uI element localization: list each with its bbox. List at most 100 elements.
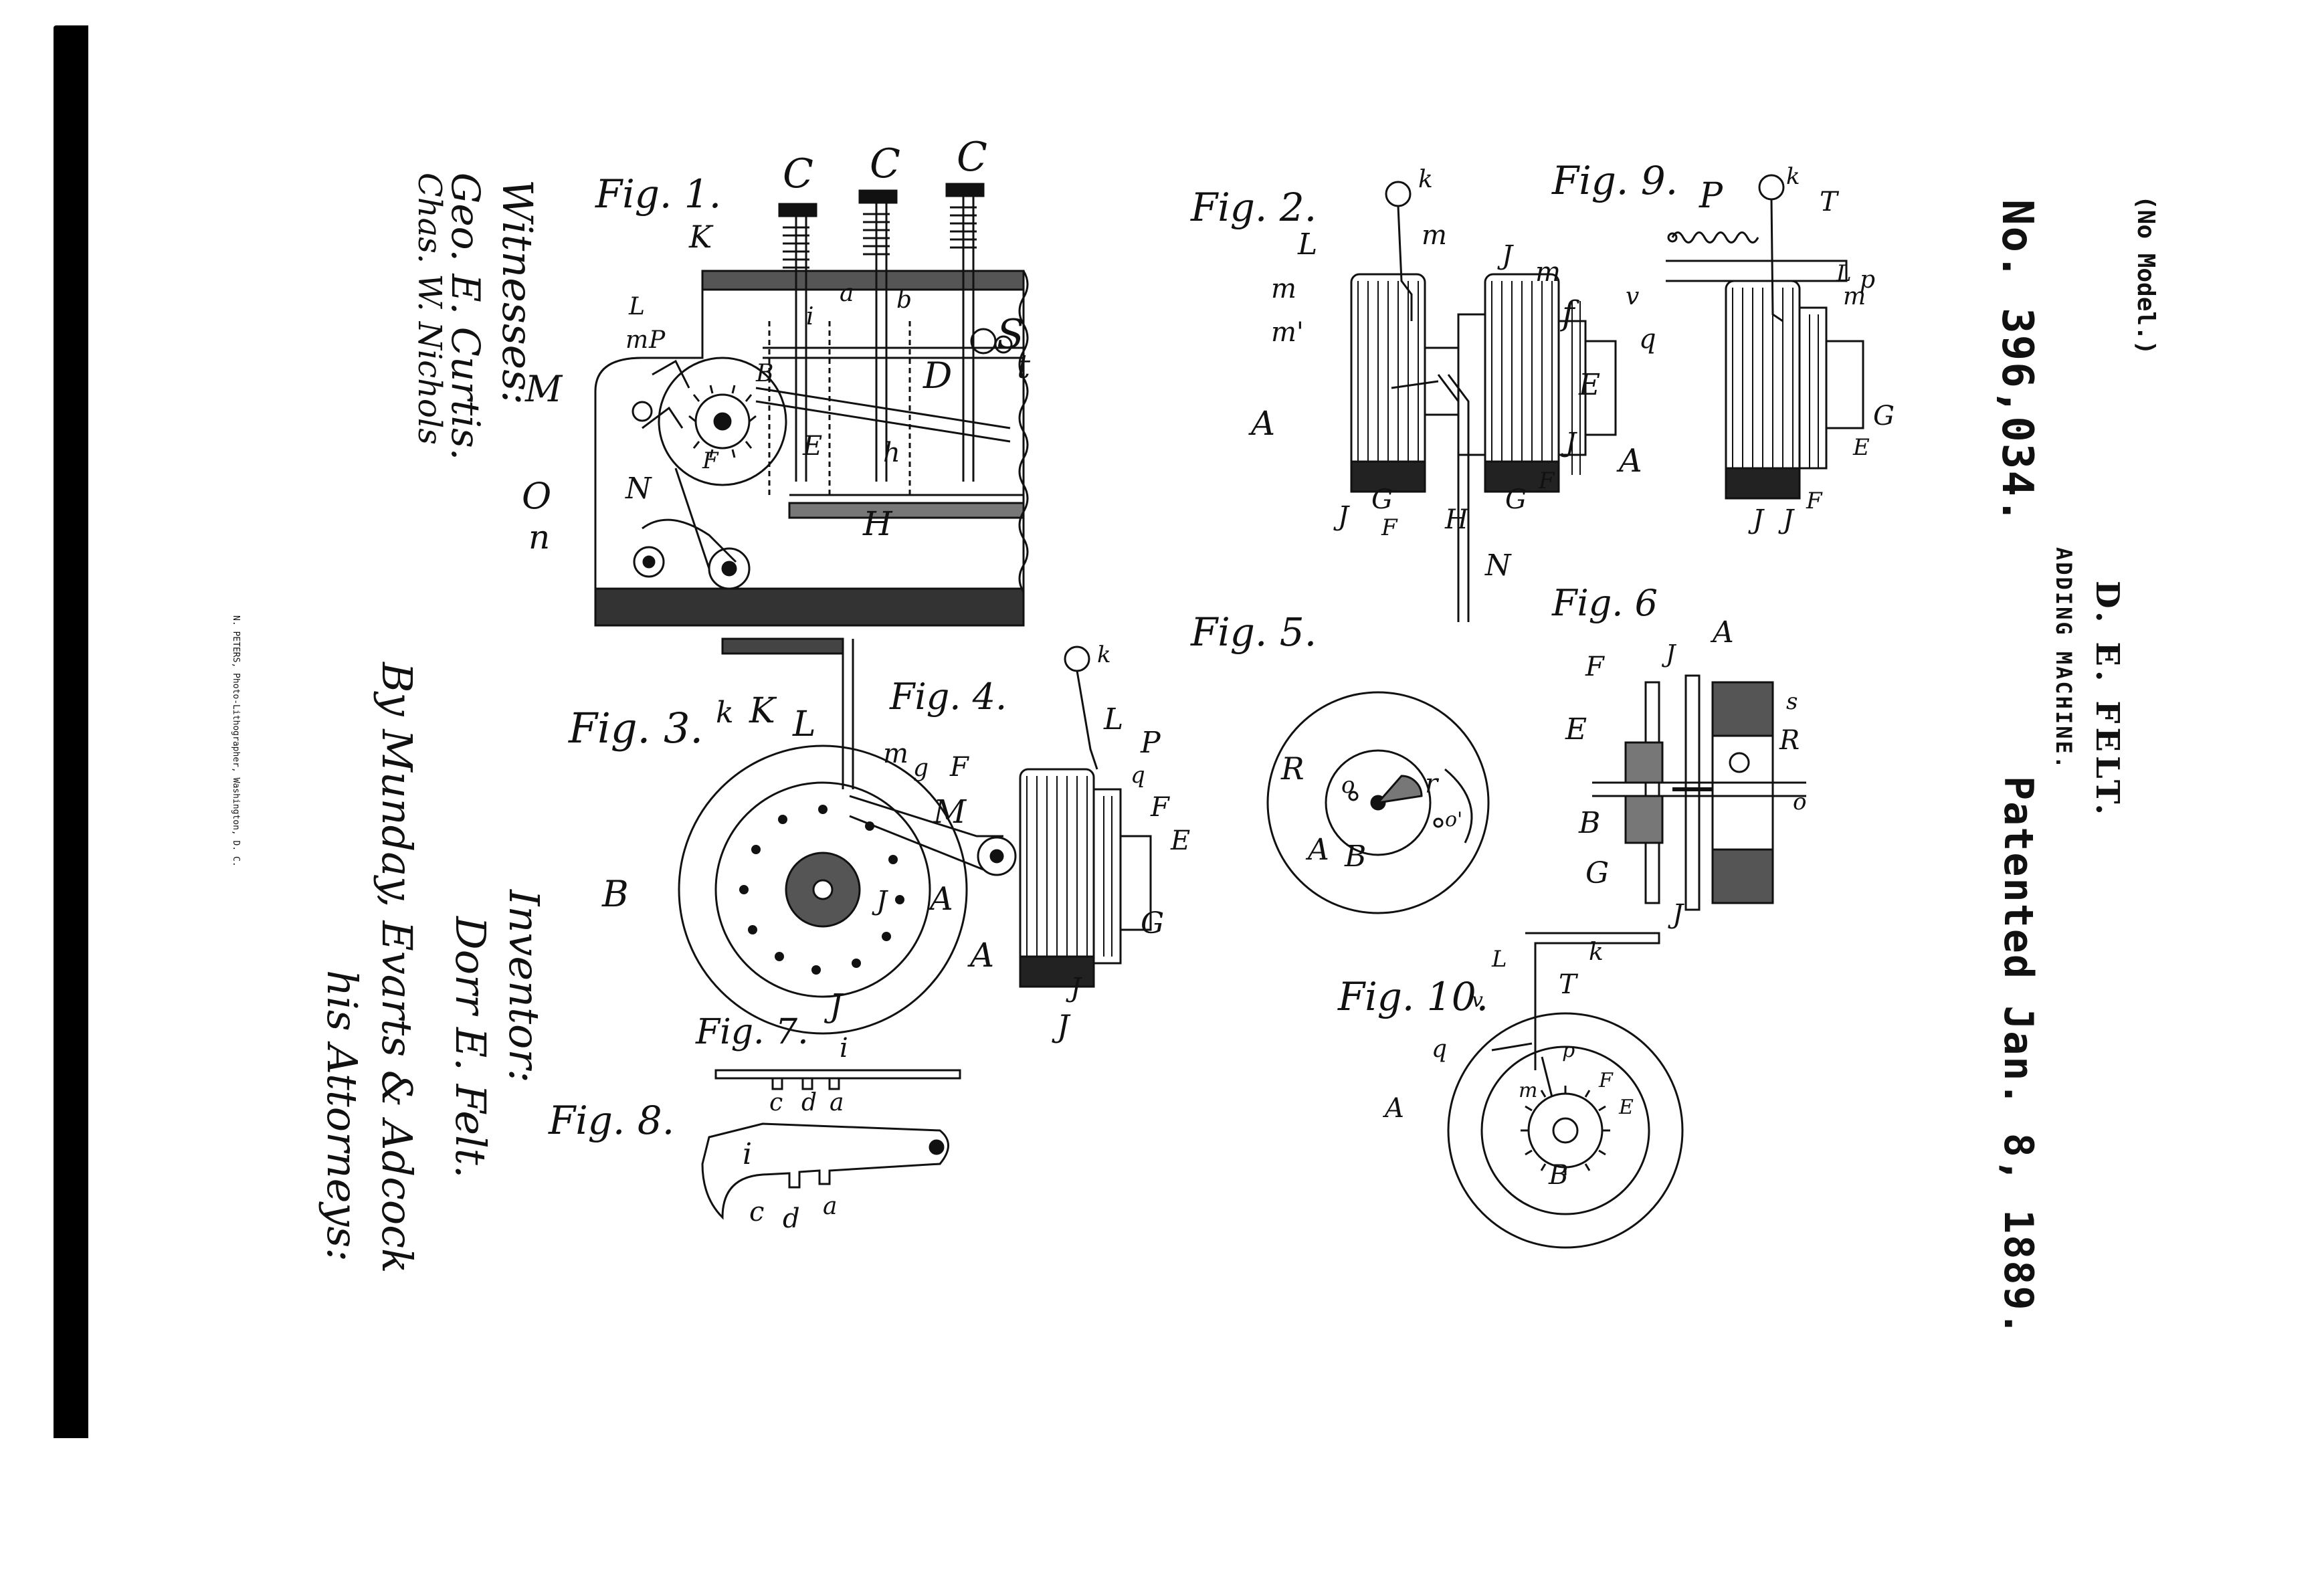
fig1-ref: i xyxy=(806,303,814,330)
fig9-drawing xyxy=(1666,174,1864,500)
fig3-ref: F xyxy=(949,752,969,783)
fig1-ref: S xyxy=(997,311,1024,358)
fig1-ref: M xyxy=(524,368,563,410)
fig2-ref: F xyxy=(1538,468,1555,494)
fig1-ref: B xyxy=(755,360,773,387)
fig9-ref: T xyxy=(1820,187,1840,217)
fig6-ref: R xyxy=(1779,725,1800,756)
fig3-label: Fig. 3. xyxy=(568,704,703,753)
fig4-ref: A xyxy=(967,936,994,975)
fig3-ref: L xyxy=(792,704,816,744)
fig9-ref: P xyxy=(1699,176,1723,216)
fig1-drawing xyxy=(594,183,1029,627)
fig9-label: Fig. 9. xyxy=(1551,158,1678,203)
fig1-ref: h xyxy=(883,437,900,468)
fig2-ref: J xyxy=(1333,501,1350,532)
fig6-ref: G xyxy=(1585,856,1609,890)
fig2-ref: f xyxy=(1559,294,1579,332)
fig9-ref: G xyxy=(1873,401,1895,431)
fig10-label: Fig. 10. xyxy=(1337,974,1488,1019)
fig9-ref: A xyxy=(1616,442,1642,480)
fig8-ref: i xyxy=(743,1137,752,1171)
fig2-ref: F xyxy=(1381,514,1398,541)
fig10-ref: m xyxy=(1519,1079,1537,1102)
fig9-ref: k xyxy=(1786,163,1800,190)
fig8-drawing xyxy=(701,1122,949,1220)
fig3-ref: m xyxy=(883,738,908,769)
fig2-drawing xyxy=(1350,181,1617,622)
fig3-ref: M xyxy=(933,793,967,831)
fig2-ref: L xyxy=(1297,227,1317,262)
fig5-ref: R xyxy=(1280,751,1304,787)
fig9-ref: F xyxy=(1806,488,1823,514)
fig5-ref: r xyxy=(1425,769,1440,799)
fig3-ref: J xyxy=(824,987,844,1025)
fig2-ref: k xyxy=(1418,166,1433,193)
fig2-ref: J xyxy=(1497,240,1514,271)
fig6-ref: J xyxy=(1668,899,1684,930)
fig6-ref: o xyxy=(1793,789,1806,815)
fig10-ref: L xyxy=(1491,946,1507,973)
fig1-ref: O xyxy=(522,475,551,517)
fig2-ref: A xyxy=(1248,404,1275,443)
fig1-ref: n xyxy=(528,518,550,557)
fig7-ref: c xyxy=(769,1089,783,1116)
fig9-ref: E xyxy=(1852,434,1870,461)
fig4-ref: L xyxy=(1103,702,1123,736)
fig2-ref: N xyxy=(1484,549,1512,583)
fig7-ref: i xyxy=(840,1033,848,1064)
fig4-label: Fig. 4. xyxy=(889,676,1007,718)
fig10-ref: v xyxy=(1472,989,1483,1012)
fig3-ref: A xyxy=(927,880,953,918)
fig2-ref: G xyxy=(1505,484,1527,515)
fig1-ref: P xyxy=(648,326,666,354)
fig10-ref: A xyxy=(1382,1093,1404,1124)
fig8-ref: a xyxy=(823,1193,837,1220)
fig9-ref: v xyxy=(1626,283,1639,310)
fig6-ref: s xyxy=(1786,688,1798,715)
fig4-drawing xyxy=(1019,645,1152,988)
fig5-drawing xyxy=(1266,691,1490,914)
fig4-ref: P xyxy=(1140,726,1161,760)
fig6-ref: B xyxy=(1578,806,1600,840)
fig5-ref: B xyxy=(1344,839,1366,874)
fig5-ref: o' xyxy=(1445,808,1462,831)
fig10-ref: F xyxy=(1598,1069,1614,1092)
fig2-ref: m' xyxy=(1271,317,1304,348)
fig2-ref: m xyxy=(1271,274,1296,304)
fig6-ref: A xyxy=(1710,615,1734,650)
fig3-drawing xyxy=(678,637,1017,1035)
fig3-ref: K xyxy=(749,691,777,731)
fig8-ref: d xyxy=(783,1203,800,1234)
fig3-ref: J xyxy=(872,886,888,916)
fig9-ref: p xyxy=(1860,266,1875,294)
fig2-label: Fig. 2. xyxy=(1190,185,1317,230)
fig6-ref: F xyxy=(1585,652,1605,682)
fig1-ref: E xyxy=(802,431,822,462)
fig2-ref: H xyxy=(1444,504,1469,535)
fig9-ref: J xyxy=(1778,504,1795,535)
fig3-ref: B xyxy=(601,873,629,915)
fig1-ref: C xyxy=(870,140,900,187)
fig9-ref: J xyxy=(1748,504,1765,535)
fig3-ref: g xyxy=(913,755,929,782)
fig9-ref: m xyxy=(1843,283,1866,310)
fig6-ref: E xyxy=(1565,712,1587,747)
fig1-ref: N xyxy=(625,472,652,506)
fig10-ref: k xyxy=(1589,938,1604,966)
fig10-ref: B xyxy=(1548,1160,1568,1191)
fig4-ref: q xyxy=(1131,762,1145,789)
fig7-label: Fig. 7. xyxy=(695,1012,809,1052)
fig7-drawing xyxy=(714,1069,961,1090)
fig5-label: Fig. 5. xyxy=(1190,609,1317,655)
fig1-ref: b xyxy=(896,286,912,314)
fig1-ref: a xyxy=(840,280,854,307)
fig9-ref: q xyxy=(1639,324,1656,355)
fig10-ref: q xyxy=(1432,1035,1447,1063)
fig10-drawing xyxy=(1447,932,1684,1249)
fig2-ref: G xyxy=(1371,484,1393,515)
fig10-ref: T xyxy=(1559,969,1579,1000)
fig6-ref: J xyxy=(1661,641,1677,668)
fig4-ref: E xyxy=(1170,825,1190,856)
